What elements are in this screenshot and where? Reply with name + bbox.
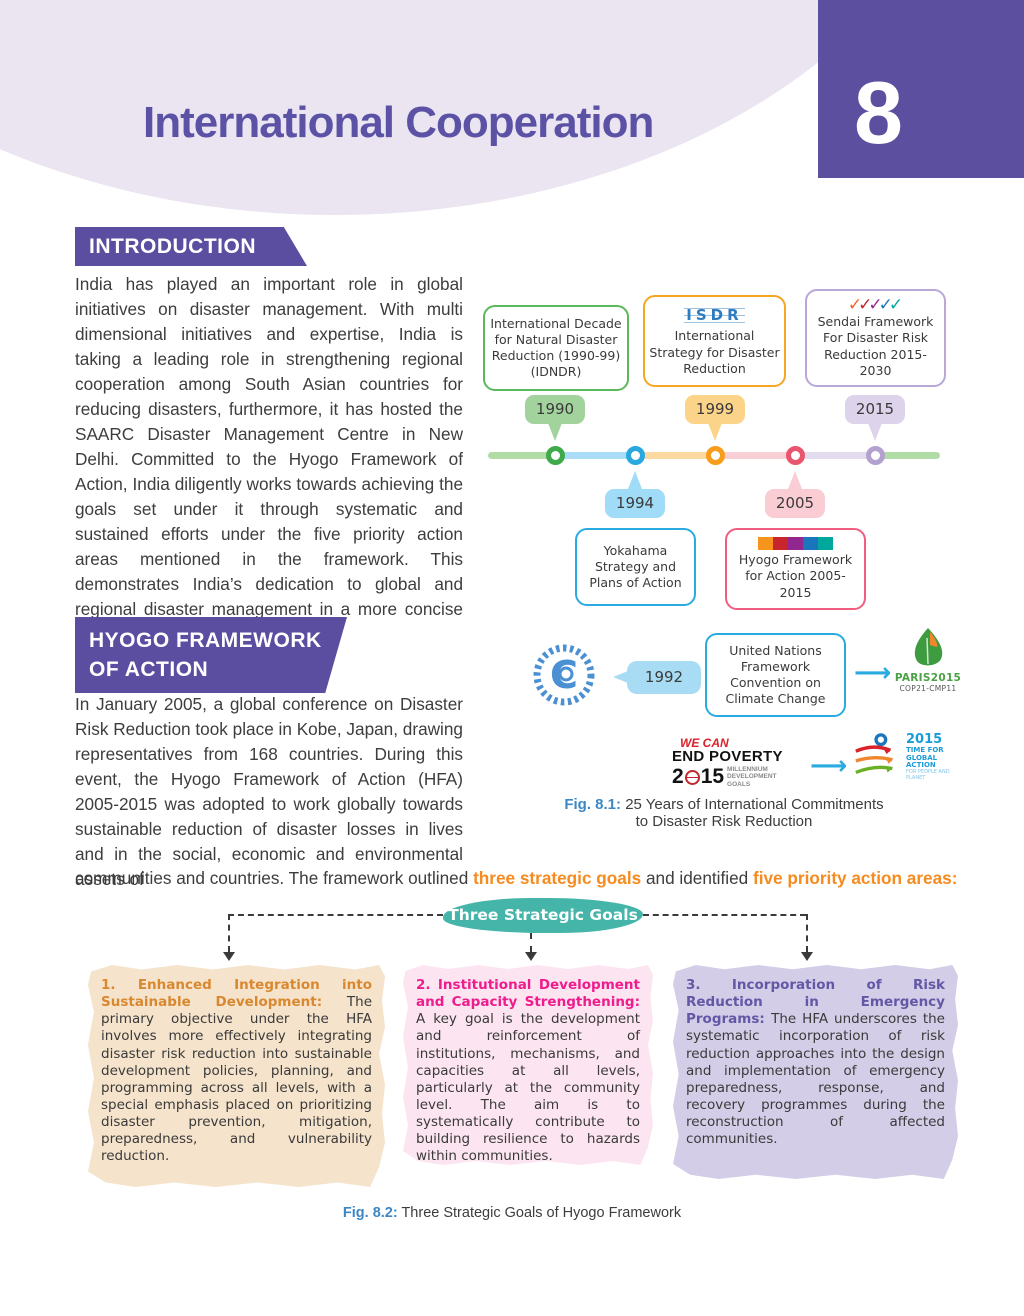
- mdg-logo: WE CAN END POVERTY 2 15 MILLENNIUM DEVELO…: [672, 736, 800, 789]
- year-bubble-1990: 1990: [525, 395, 585, 424]
- highlight-three-strategic-goals: three strategic goals: [473, 868, 642, 888]
- isdr-box-label: International Strategy for Disaster Redu…: [649, 328, 780, 376]
- chapter-number-box: 8: [818, 0, 1024, 178]
- ga-line1: TIME FOR: [906, 746, 944, 755]
- sendai-checkmarks-icon: ✓✓✓✓✓: [847, 295, 904, 315]
- timeline-node-1999: [706, 446, 725, 465]
- timeline-node-1994: [626, 446, 645, 465]
- cont-text-2: and identified: [641, 868, 753, 888]
- timeline-seg-1990-1994: [556, 452, 637, 459]
- dashed-connector-right: [643, 914, 806, 916]
- timeline-seg-end: [877, 452, 940, 459]
- paris2015-logo: PARIS2015 COP21-CMP11: [892, 628, 964, 693]
- figure-8-2-caption-text: Three Strategic Goals of Hyogo Framework: [397, 1205, 682, 1221]
- sendai-box-label: Sendai Framework For Disaster Risk Reduc…: [817, 314, 934, 378]
- global-action-2015-logo: 2015 TIME FOR GLOBAL ACTION FOR PEOPLE A…: [852, 731, 968, 783]
- timeline-node-2015: [866, 446, 885, 465]
- ga-line2: GLOBAL ACTION: [906, 753, 938, 770]
- goal-2-heading: 2. Institutional Development and Capacit…: [416, 977, 640, 1011]
- figure-8-1-timeline: International Decade for Natural Disaste…: [480, 283, 968, 843]
- global-action-arrows-icon: [855, 733, 893, 774]
- introduction-paragraph: India has played an important role in gl…: [75, 274, 463, 644]
- year-bubble-2005: 2005: [765, 489, 825, 518]
- pointer-2005-icon: [788, 471, 802, 489]
- timeline-node-1990: [546, 446, 565, 465]
- hyogo-framework-box-label: Hyogo Framework for Action 2005-2015: [738, 552, 853, 600]
- goal-2-box: 2. Institutional Development and Capacit…: [403, 965, 653, 1165]
- three-strategic-goals-banner: Three Strategic Goals: [443, 898, 643, 933]
- hyogo-paragraph-continuation: communities and countries. The framework…: [75, 866, 967, 891]
- figure-8-1-caption-line1: 25 Years of International Commitments: [625, 796, 884, 813]
- arrow-center-icon: [525, 952, 537, 961]
- paris-leaf-icon: [914, 628, 943, 666]
- goal-1-heading: 1. Enhanced Integration into Sustainable…: [101, 977, 372, 1011]
- figure-8-1-label: Fig. 8.1:: [564, 796, 622, 813]
- paris-label: PARIS2015: [894, 672, 962, 684]
- goal-1-body: The primary objective under the HFA invo…: [101, 994, 372, 1165]
- mdg-sub2: DEVELOPMENT: [727, 773, 777, 781]
- dashed-connector-left: [228, 914, 443, 916]
- goal-3-body: The HFA underscores the systematic incor…: [686, 1011, 945, 1148]
- timeline-node-2005: [786, 446, 805, 465]
- arrow-to-paris-icon: ⟶: [854, 658, 892, 688]
- figure-8-2-goals: Three Strategic Goals 1. Enhanced Integr…: [0, 895, 1024, 1265]
- svg-text:C: C: [550, 653, 578, 697]
- mdg-sub1: MILLENNIUM: [727, 765, 768, 773]
- hyogo-heading-line1: HYOGO FRAMEWORK: [89, 629, 322, 652]
- year-bubble-1992: 1992: [613, 661, 701, 694]
- year-bubble-1994: 1994: [605, 489, 665, 518]
- pointer-1999-icon: [708, 423, 722, 441]
- page-title: International Cooperation: [143, 98, 654, 147]
- hyogo-framework-box: Hyogo Framework for Action 2005-2015: [725, 528, 866, 610]
- ga-line3: FOR PEOPLE AND PLANET: [906, 769, 950, 781]
- pointer-1990-icon: [548, 423, 562, 441]
- arrow-to-global-action-icon: ⟶: [810, 751, 848, 781]
- arrow-left-icon: [223, 952, 235, 961]
- mdg-year-right: 15: [700, 765, 725, 788]
- mdg-globe-icon: [684, 769, 700, 785]
- arrow-right-icon: [801, 952, 813, 961]
- figure-8-2-label: Fig. 8.2:: [342, 1205, 398, 1221]
- unfccc-logo-icon: C: [532, 643, 596, 711]
- mdg-sub3: GOALS: [727, 780, 751, 788]
- hyogo-heading-line2: OF ACTION: [89, 658, 209, 681]
- dashed-drop-center: [530, 933, 532, 952]
- mdg-year-left: 2: [672, 765, 684, 788]
- timeline-seg-1994-1999: [637, 452, 715, 459]
- year-bubble-2015: 2015: [845, 395, 905, 424]
- goal-1-box: 1. Enhanced Integration into Sustainable…: [88, 965, 385, 1187]
- hyogo-heading: HYOGO FRAMEWORK OF ACTION: [75, 617, 347, 693]
- dashed-drop-left: [228, 914, 230, 952]
- isdr-logo-icon: ISDR: [684, 304, 745, 327]
- figure-8-2-caption: Fig. 8.2: Three Strategic Goals of Hyogo…: [0, 1205, 1024, 1221]
- hfa-color-squares-icon: [758, 537, 833, 551]
- isdr-box: ISDR International Strategy for Disaster…: [643, 295, 786, 387]
- figure-8-1-caption-line2: to Disaster Risk Reduction: [635, 813, 813, 830]
- timeline-seg-start: [488, 452, 556, 459]
- pointer-2015-icon: [868, 423, 882, 441]
- chapter-number: 8: [854, 63, 903, 162]
- pointer-1994-icon: [628, 471, 642, 489]
- goal-2-body: A key goal is the development and reinfo…: [416, 1011, 640, 1165]
- hyogo-paragraph: In January 2005, a global conference on …: [75, 694, 463, 889]
- highlight-five-priority-areas: five priority action areas:: [753, 868, 958, 888]
- figure-8-1-caption: Fig. 8.1: 25 Years of International Comm…: [480, 796, 968, 830]
- idndr-box: International Decade for Natural Disaste…: [483, 305, 629, 391]
- cop21-label: COP21-CMP11: [899, 684, 957, 693]
- year-bubble-1999: 1999: [685, 395, 745, 424]
- mdg-end-poverty-label: END POVERTY: [672, 748, 783, 765]
- ga-year: 2015: [906, 731, 943, 747]
- goal-3-box: 3. Incorporation of Risk Reduction in Em…: [673, 965, 958, 1179]
- timeline-seg-2005-2015: [797, 452, 877, 459]
- dashed-drop-right: [806, 914, 808, 952]
- yokahama-box: Yokahama Strategy and Plans of Action: [575, 528, 696, 606]
- goal-3-heading: 3. Incorporation of Risk Reduction in Em…: [686, 977, 945, 1028]
- introduction-heading: INTRODUCTION: [75, 227, 307, 266]
- mdg-we-can-label: WE CAN: [680, 736, 729, 750]
- unfccc-box: United Nations Framework Convention on C…: [705, 633, 846, 717]
- timeline-seg-1999-2005: [715, 452, 797, 459]
- sendai-box: ✓✓✓✓✓ Sendai Framework For Disaster Risk…: [805, 289, 946, 387]
- cont-text-1: communities and countries. The framework…: [75, 868, 474, 888]
